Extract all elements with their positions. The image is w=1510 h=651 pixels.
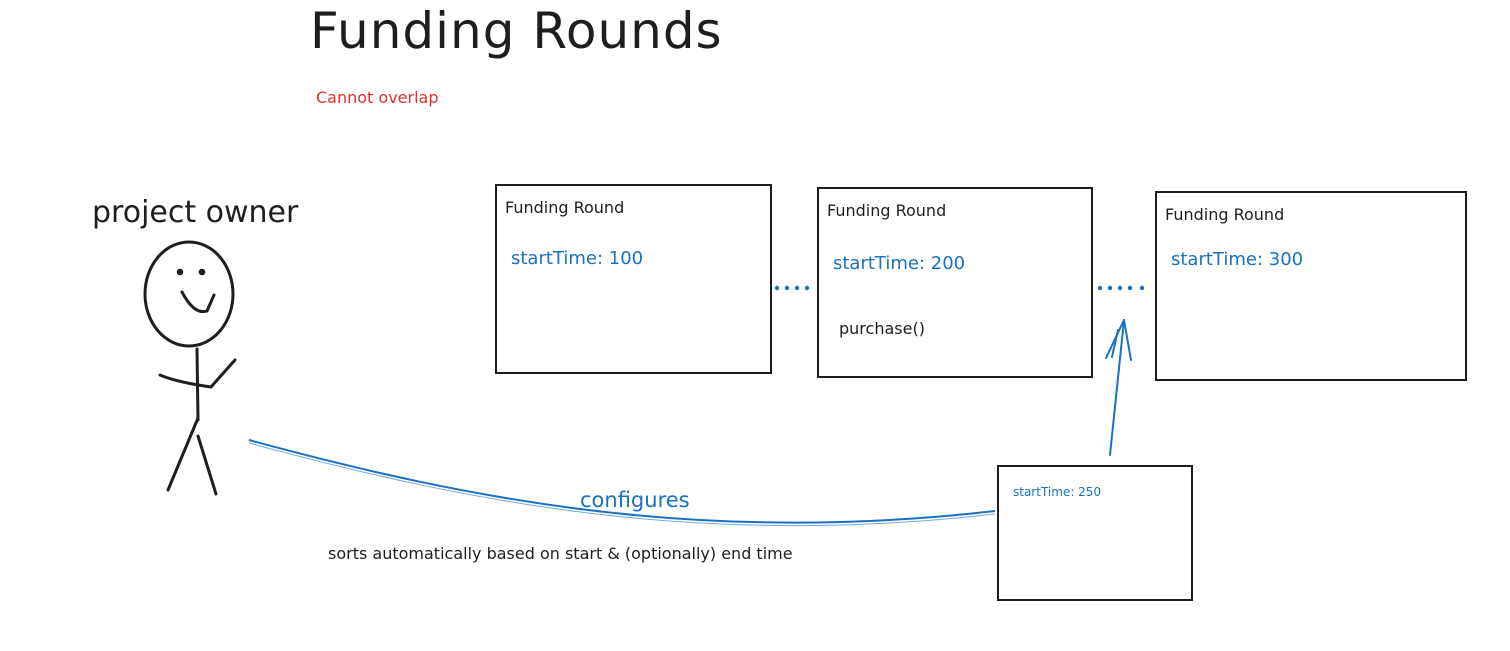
page-title: Funding Rounds — [310, 2, 723, 60]
actor-label: project owner — [92, 195, 299, 230]
round-start-time: startTime: 200 — [833, 253, 966, 274]
stick-figure-icon — [143, 240, 237, 496]
round-title: Funding Round — [1165, 205, 1285, 224]
insert-arrow — [1105, 319, 1132, 456]
funding-round-card: Funding Round startTime: 200 purchase() — [817, 187, 1093, 378]
new-round-start-time: startTime: 250 — [1013, 485, 1102, 499]
new-funding-round-card: startTime: 250 — [997, 465, 1193, 601]
round-start-time: startTime: 100 — [511, 248, 644, 269]
round-start-time: startTime: 300 — [1171, 249, 1304, 270]
connector-dots — [774, 285, 1145, 291]
configures-label: configures — [580, 488, 690, 512]
round-title: Funding Round — [827, 201, 947, 220]
round-title: Funding Round — [505, 198, 625, 217]
funding-round-card: Funding Round startTime: 100 — [495, 184, 772, 374]
configures-edge — [248, 439, 996, 524]
sorting-note: sorts automatically based on start & (op… — [328, 544, 793, 563]
overlap-note: Cannot overlap — [316, 88, 439, 107]
round-method: purchase() — [839, 319, 925, 338]
funding-round-card: Funding Round startTime: 300 — [1155, 191, 1467, 381]
